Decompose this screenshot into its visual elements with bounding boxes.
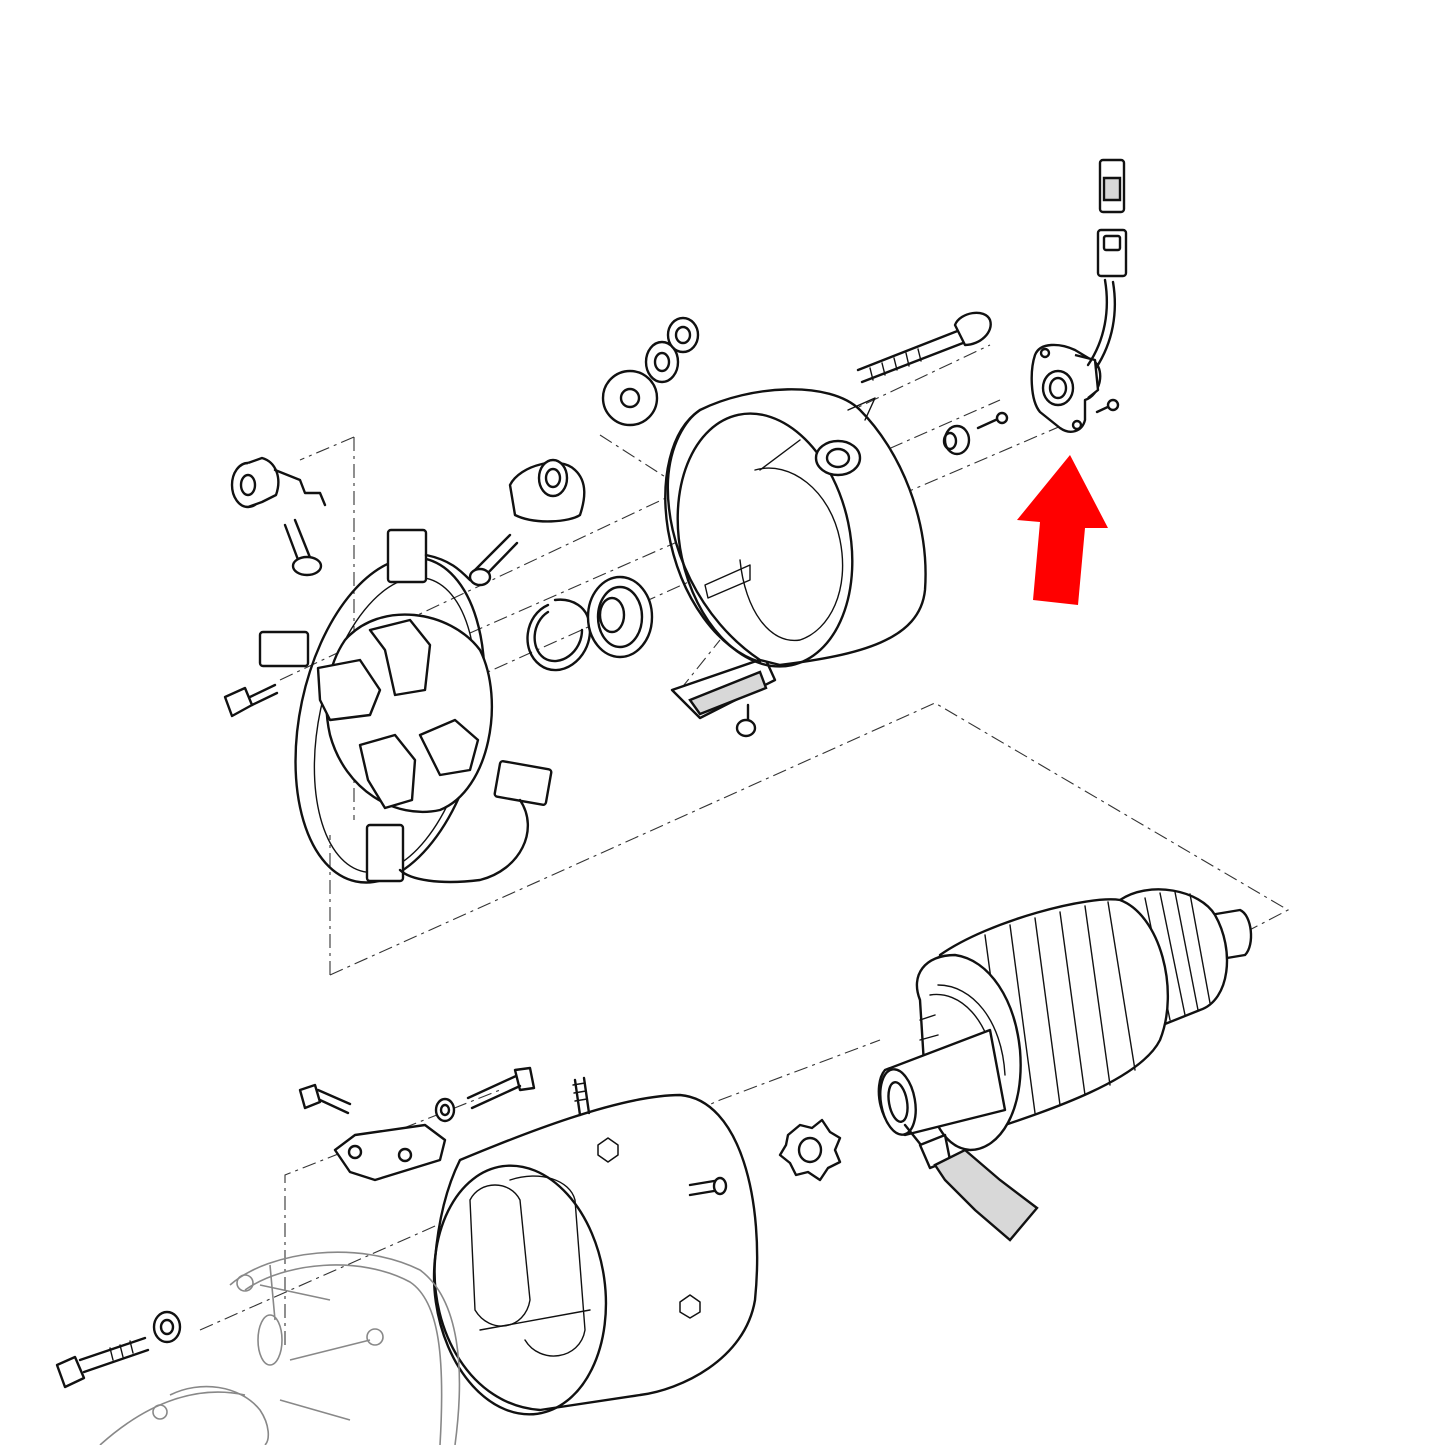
- pinion-gear: [778, 1118, 842, 1182]
- armature: [877, 888, 1253, 1152]
- up-arrow-icon: [1017, 455, 1108, 605]
- bushing: [230, 456, 327, 509]
- highlight-arrow: [1017, 455, 1108, 605]
- sensor-bearing: [942, 411, 1009, 456]
- terminal-bracket: [298, 1066, 536, 1182]
- speed-sensor: [1030, 158, 1128, 433]
- field-frame: [432, 1076, 759, 1416]
- brush-screw: [223, 683, 279, 718]
- middle-small-parts: [468, 316, 777, 738]
- grease-tube: [903, 1123, 1039, 1242]
- brush-plate-assembly: [223, 456, 553, 884]
- end-bell-housing: [664, 388, 927, 668]
- terminal-screw: [283, 518, 323, 577]
- drive-end-housing: [55, 1251, 461, 1445]
- through-bolt: [856, 311, 992, 384]
